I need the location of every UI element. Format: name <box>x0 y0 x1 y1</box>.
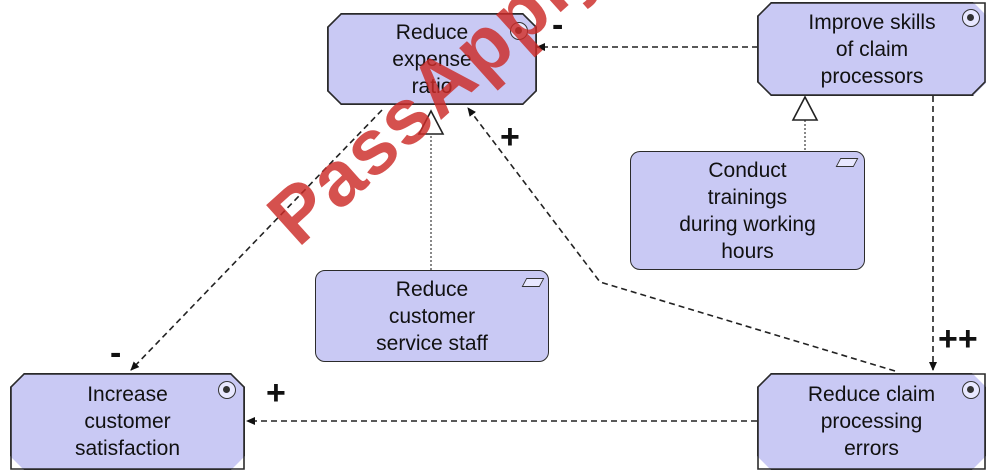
influence-errors-to-expense <box>467 107 896 372</box>
goal-increase-customer-satisfaction[interactable]: Increase customer satisfaction <box>10 373 245 470</box>
goal-icon <box>962 381 980 399</box>
goal-label: Increase customer satisfaction <box>74 383 181 460</box>
work-package-conduct-trainings[interactable]: Conduct trainings during working hours <box>630 151 865 270</box>
goal-improve-skills[interactable]: Improve skills of claim processors <box>757 2 986 96</box>
work-package-label: Reduce customer service staff <box>376 277 488 355</box>
goal-label: Reduce claim processing errors <box>807 383 936 460</box>
realization-arrowhead-skills <box>791 95 819 121</box>
influence-sign-expense-satisfaction: - <box>110 334 122 372</box>
goal-label: Improve skills of claim processors <box>808 10 936 88</box>
influence-expense-to-satisfaction <box>130 109 383 371</box>
influence-sign-skills-errors: ++ <box>938 320 978 358</box>
realization-arrowhead-expense <box>417 109 445 135</box>
influence-sign-errors-satisfaction: + <box>266 374 286 412</box>
influence-sign-errors-expense: + <box>500 118 520 156</box>
goal-icon <box>962 9 980 27</box>
goal-reduce-claim-errors[interactable]: Reduce claim processing errors <box>757 373 986 470</box>
work-package-reduce-staff[interactable]: Reduce customer service staff <box>315 270 549 362</box>
work-package-label: Conduct trainings during working hours <box>679 158 816 263</box>
goal-icon <box>218 381 236 399</box>
goal-icon <box>510 22 528 40</box>
influence-sign-skills-expense: - <box>552 6 564 44</box>
